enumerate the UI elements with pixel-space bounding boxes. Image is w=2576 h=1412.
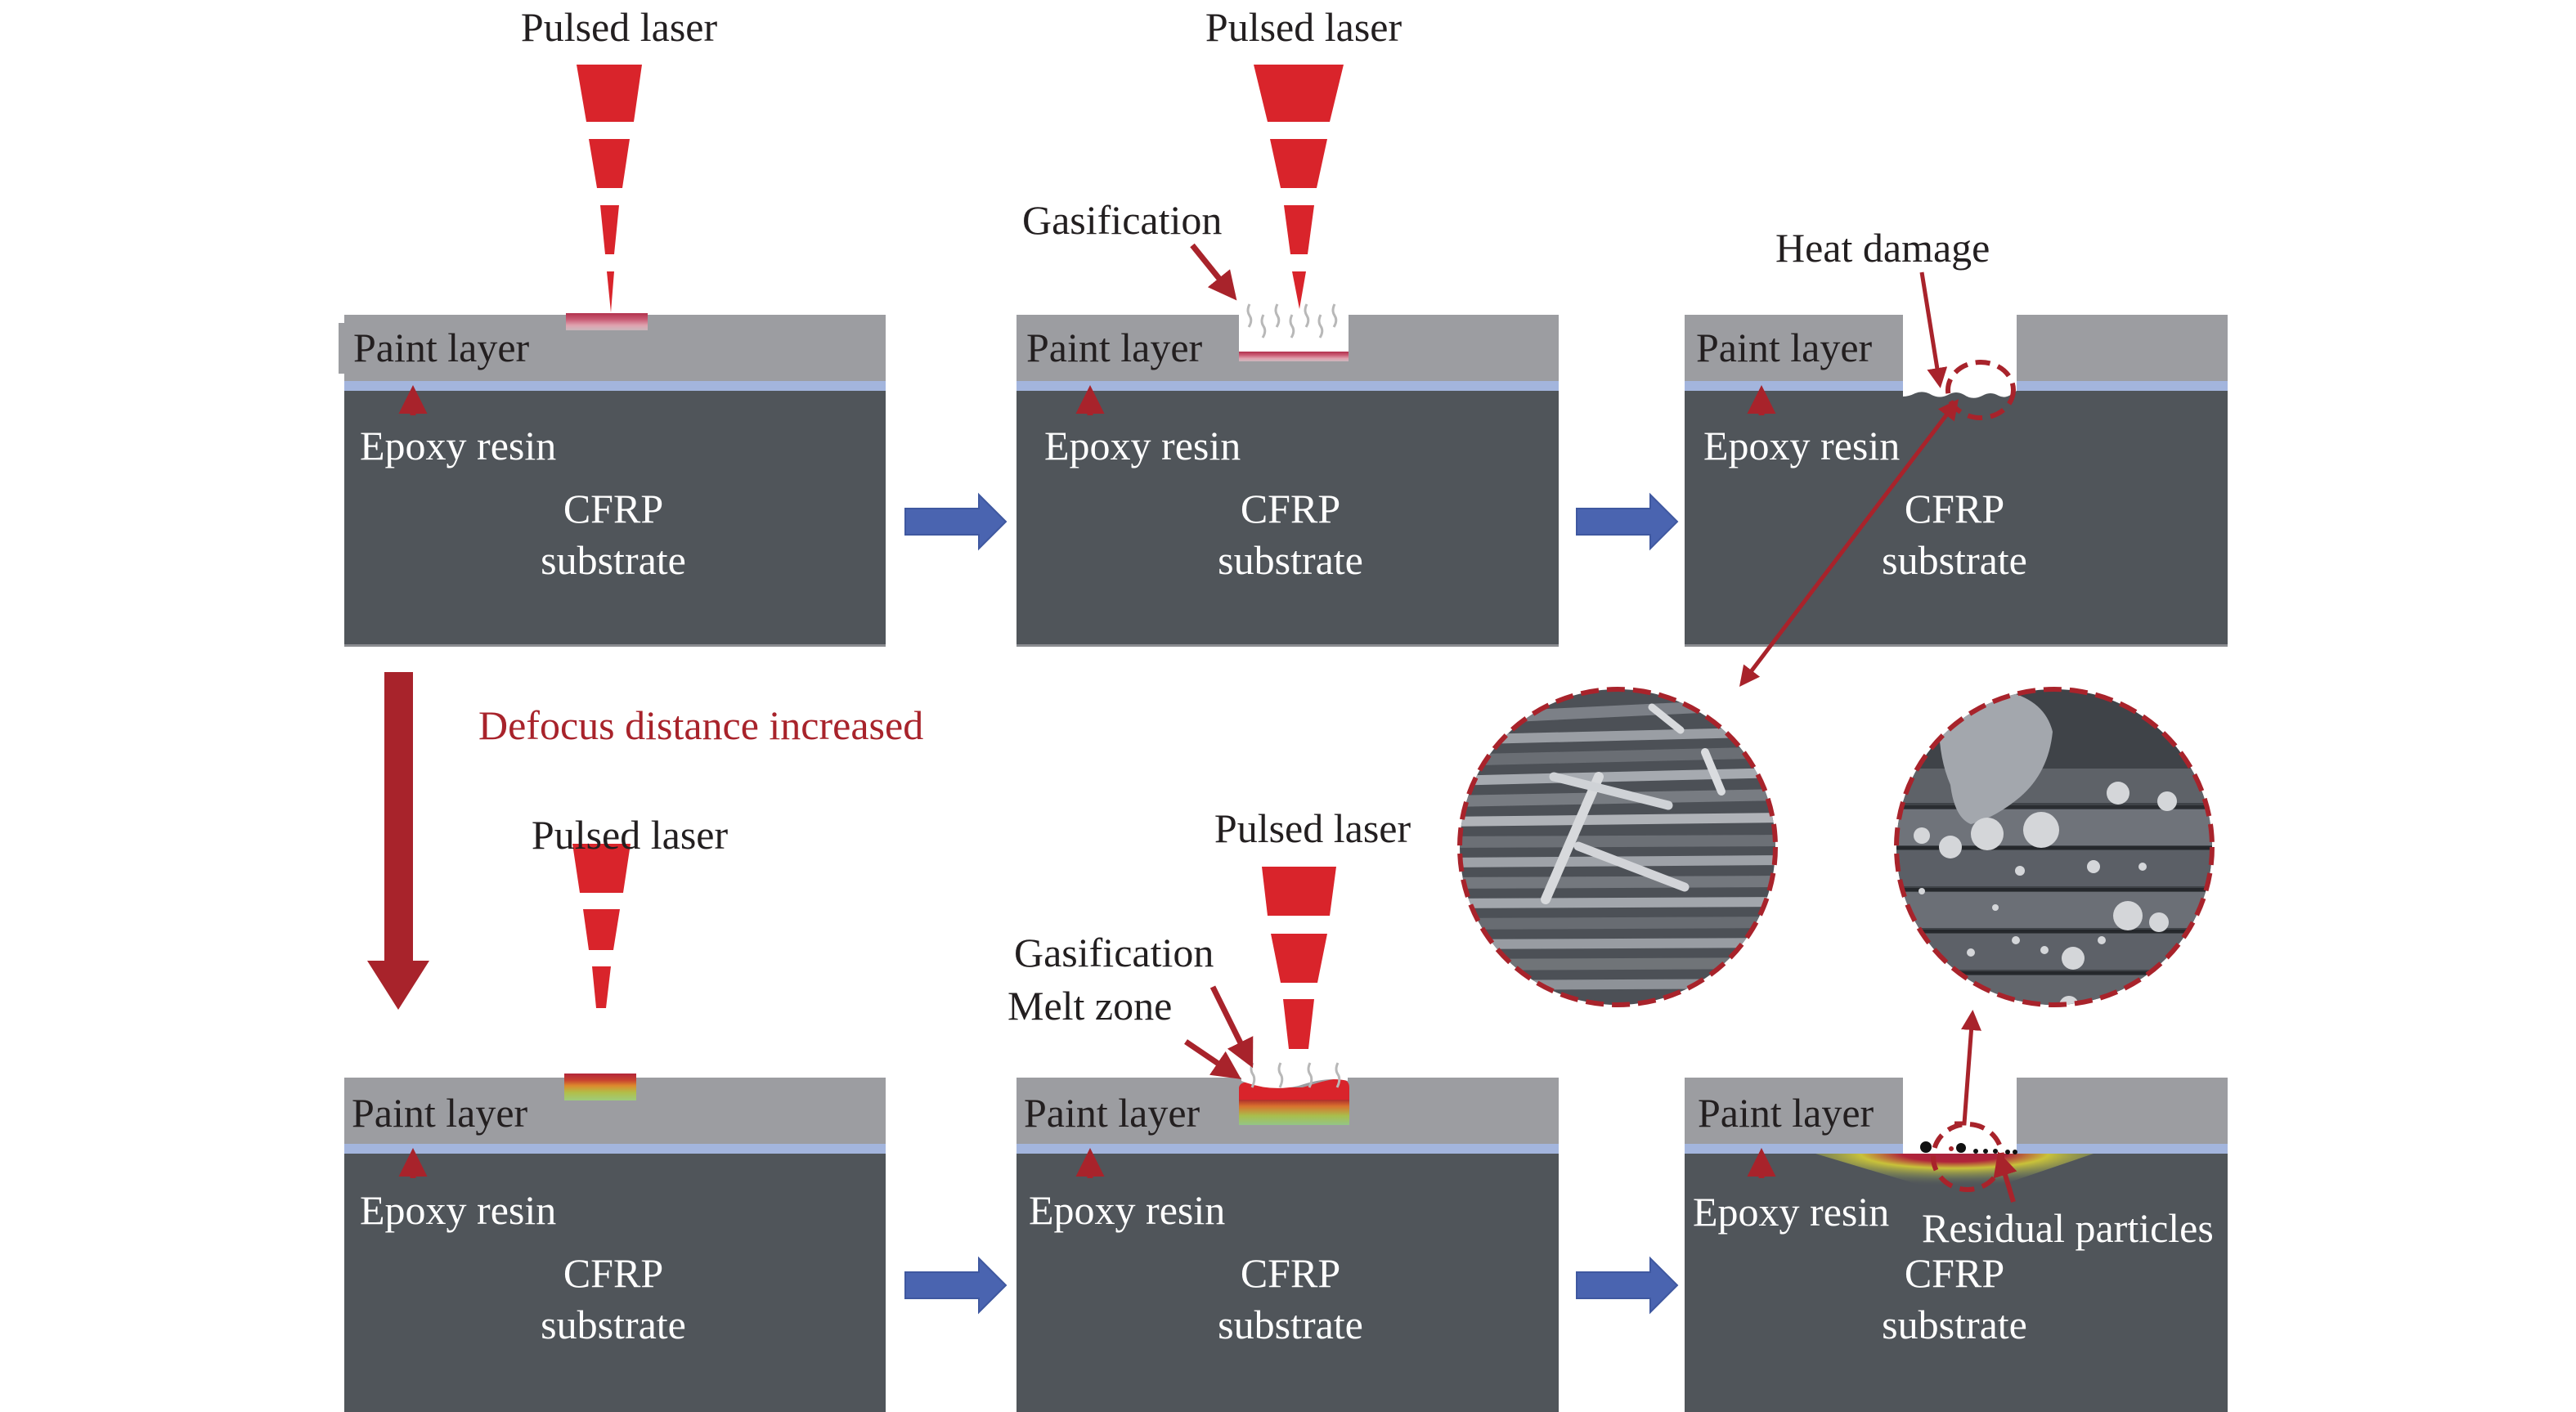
label-cfrp: CFRP	[1904, 486, 2005, 531]
sem-border-circle	[1457, 687, 1778, 1007]
panel-bottom-1	[344, 844, 886, 1412]
label-epoxy-resin: Epoxy resin	[1693, 1189, 1890, 1235]
laser-spot	[564, 1074, 636, 1100]
cfrp-substrate	[344, 391, 886, 644]
label-gasification: Gasification	[1022, 197, 1223, 243]
cfrp-substrate	[1685, 1154, 2228, 1412]
paint-layer-tab	[339, 323, 347, 374]
gasification-pointer-arrow	[1209, 985, 1254, 1069]
label-cfrp: CFRP	[1904, 1250, 2005, 1296]
epoxy-layer	[344, 1144, 886, 1154]
label-paint-layer: Paint layer	[1696, 325, 1873, 370]
label-gasification: Gasification	[1014, 930, 1214, 975]
panel-bottom-2	[1016, 867, 1559, 1412]
label-substrate: substrate	[1218, 537, 1363, 583]
label-melt-zone: Melt zone	[1008, 983, 1173, 1029]
sem-image-heat-damage	[1457, 687, 1778, 1007]
label-paint-layer: Paint layer	[1026, 325, 1203, 370]
sem-link-arrow-1	[1739, 399, 1959, 687]
sem-border-circle	[1894, 687, 2215, 1007]
cfrp-substrate	[344, 1154, 886, 1412]
epoxy-layer	[344, 381, 886, 391]
large-residue-particle	[1939, 690, 2053, 824]
residual-particles-pointer-arrow	[1993, 1151, 2017, 1203]
gasification-pointer-arrow	[1190, 243, 1237, 301]
label-paint-layer: Paint layer	[352, 1090, 528, 1136]
label-pulsed-laser: Pulsed laser	[531, 812, 729, 858]
heat-damage-crater	[1903, 313, 2017, 398]
epoxy-layer	[1016, 381, 1559, 391]
label-cfrp: CFRP	[563, 1250, 664, 1296]
label-paint-layer: Paint layer	[1024, 1090, 1200, 1136]
heat-affected-zone	[1815, 1154, 2094, 1197]
label-pulsed-laser: Pulsed laser	[1214, 805, 1411, 851]
label-paint-layer: Paint layer	[353, 325, 530, 370]
label-cfrp: CFRP	[1240, 1250, 1341, 1296]
label-substrate: substrate	[541, 537, 686, 583]
label-epoxy-resin: Epoxy resin	[1703, 423, 1901, 468]
cfrp-substrate	[1016, 1154, 1559, 1412]
panel-bottom-3	[1685, 1010, 2228, 1412]
laser-spot	[1239, 352, 1349, 361]
melt-zone-surface	[1239, 1078, 1349, 1100]
melt-zone-pointer-arrow	[1184, 1039, 1241, 1079]
sem-link-arrow-2	[1954, 1010, 1981, 1126]
flow-arrow-icon	[1576, 1256, 1679, 1315]
label-substrate: substrate	[1882, 537, 2027, 583]
defocus-arrow-icon	[367, 672, 429, 1010]
sem-image-residual-particles	[1894, 687, 2215, 1007]
label-pulsed-laser: Pulsed laser	[520, 4, 718, 50]
panel-top-2	[1016, 65, 1559, 647]
label-cfrp: CFRP	[563, 486, 664, 531]
label-epoxy-resin: Epoxy resin	[1029, 1187, 1226, 1233]
label-paint-layer: Paint layer	[1698, 1090, 1874, 1136]
label-defocus-distance: Defocus distance increased	[478, 702, 924, 748]
label-epoxy-resin: Epoxy resin	[360, 423, 557, 468]
panel-top-3	[1685, 271, 2228, 687]
flow-arrow-icon	[904, 492, 1008, 551]
pulsed-laser-beam	[1254, 65, 1344, 309]
label-residual-particles: Residual particles	[1922, 1205, 2214, 1251]
label-epoxy-resin: Epoxy resin	[1044, 423, 1241, 468]
residual-particle-dots	[1920, 1141, 2017, 1154]
pulsed-laser-beam	[1262, 867, 1336, 1049]
epoxy-layer	[1016, 1144, 1559, 1154]
label-substrate: substrate	[541, 1302, 686, 1347]
label-pulsed-laser: Pulsed laser	[1205, 4, 1402, 50]
label-heat-damage: Heat damage	[1775, 225, 1990, 271]
gas-plume-icon	[1246, 303, 1338, 338]
label-epoxy-resin: Epoxy resin	[360, 1187, 557, 1233]
pulsed-laser-beam	[572, 844, 631, 1008]
panel-top-1	[339, 65, 886, 647]
pulsed-laser-beam	[577, 65, 642, 312]
label-cfrp: CFRP	[1240, 486, 1341, 531]
gas-plume-icon	[1250, 1062, 1341, 1088]
heat-damage-circle	[1945, 360, 2016, 420]
flow-arrow-icon	[904, 1256, 1008, 1315]
flow-arrow-icon	[1576, 492, 1679, 551]
laser-spot	[566, 313, 648, 330]
label-substrate: substrate	[1218, 1302, 1363, 1347]
label-substrate: substrate	[1882, 1302, 2027, 1347]
cfrp-substrate	[1016, 391, 1559, 644]
heat-damage-pointer-arrow	[1919, 271, 1948, 388]
